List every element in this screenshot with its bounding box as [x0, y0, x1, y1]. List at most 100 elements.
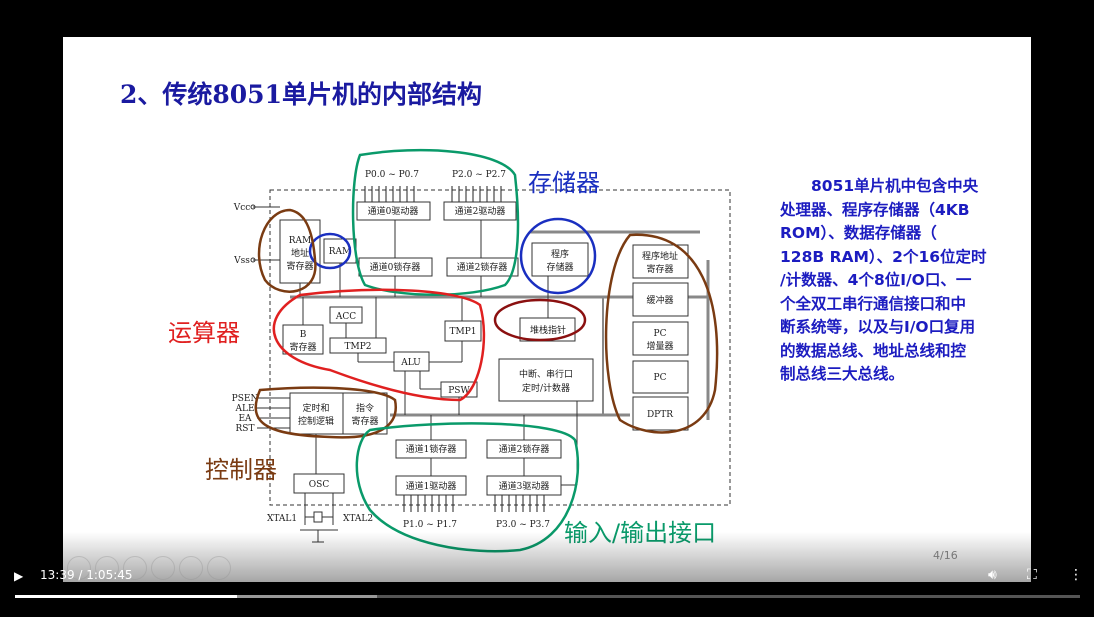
buffer: [632, 282, 689, 317]
description-line: /计数器、4个8位I/O口、一: [780, 271, 972, 289]
diagram-label: RAM: [289, 236, 312, 246]
port1-latch: [395, 439, 467, 459]
memory-label: 存储器: [528, 169, 600, 197]
diagram-label: 存储器: [546, 261, 573, 273]
diagram-label: ALE: [234, 404, 254, 414]
diagram-label: 寄存器: [351, 415, 378, 427]
diagram-label: 寄存器: [646, 263, 673, 275]
volume-icon[interactable]: 🔊︎: [988, 567, 997, 583]
tmp2: [329, 337, 387, 354]
prev-slide-icon[interactable]: [67, 556, 91, 580]
diagram-label: 程序: [551, 248, 569, 260]
description-line: 处理器、程序存储器（4KB: [780, 200, 970, 219]
diagram-label: 通道0锁存器: [370, 261, 421, 273]
more-options-icon[interactable]: [207, 556, 231, 580]
description-line: 的数据总线、地址总线和控: [780, 341, 967, 360]
diagram-label: 堆栈指针: [530, 324, 566, 336]
timing-control-logic: [289, 392, 344, 435]
b-register: [282, 324, 324, 355]
diagram-label: 缓冲器: [646, 294, 673, 306]
diagram-label: 指令: [356, 402, 374, 414]
play-button[interactable]: ▶: [14, 569, 24, 583]
more-menu-icon[interactable]: ⋮: [1069, 567, 1083, 583]
progress-bar[interactable]: [15, 595, 1080, 598]
diagram-label: 通道1锁存器: [406, 443, 457, 455]
alu: [393, 351, 430, 372]
port2-driver: [443, 201, 517, 221]
description-line: 个全双工串行通信接口和中: [780, 294, 967, 313]
diagram-label: 定时/计数器: [522, 382, 570, 394]
diagram-label: EA: [238, 414, 252, 424]
diagram-label: 通道2驱动器: [455, 205, 506, 217]
description-line: 128B RAM）、2个16位定时: [780, 247, 987, 266]
controller-label: 控制器: [205, 456, 277, 484]
interrupt-serial-timer: [498, 358, 594, 402]
port2-latch: [446, 257, 519, 277]
slide-title: 2、传统8051单片机的内部结构: [120, 80, 482, 109]
page-number: 4/16: [933, 549, 958, 562]
diagram-label: P1.0 ~ P1.7: [403, 520, 457, 530]
diagram-label: PC: [654, 329, 667, 339]
memory-port-circle: [351, 148, 520, 296]
pc: [632, 360, 689, 394]
tmp1: [444, 320, 482, 342]
diagram-label: 通道2锁存器: [499, 443, 550, 455]
description-line: 断系统等，以及与I/O口复用: [780, 318, 976, 336]
diagram-label: DPTR: [647, 410, 673, 420]
pc-incrementer: [632, 321, 689, 356]
diagram-label: B: [300, 330, 307, 340]
video-controls: ▶ 13:39 / 1:05:45 🔊︎ ⛶ ⋮: [0, 562, 1094, 617]
diagram-label: Vss: [233, 256, 250, 266]
diagram-label: 通道0驱动器: [368, 205, 419, 217]
port1-driver: [395, 475, 467, 496]
port0-driver: [356, 201, 431, 221]
diagram-label: PSEN: [232, 394, 259, 404]
acc: [329, 306, 363, 324]
played-bar: [15, 595, 237, 598]
next-slide-icon[interactable]: [95, 556, 119, 580]
io-label: 输入/输出接口: [564, 513, 716, 548]
description-line: ROM）、数据存储器（: [780, 224, 937, 242]
diagram-label: 寄存器: [286, 260, 313, 272]
diagram-label: XTAL1: [267, 514, 297, 524]
port2-latch-bottom: [486, 439, 562, 459]
diagram-label: 控制逻辑: [298, 415, 334, 427]
diagram-label: ALU: [400, 358, 421, 368]
diagram-label: Vcc: [233, 203, 251, 213]
slides-icon[interactable]: [151, 556, 175, 580]
diagram-label: 程序地址: [642, 250, 678, 262]
description-line: 制总线三大总线。: [780, 365, 905, 383]
diagram-label: PC: [654, 373, 667, 383]
diagram-label: XTAL2: [343, 514, 373, 524]
port3-driver: [486, 475, 562, 496]
diagram-label: RST: [236, 424, 255, 434]
diagram-label: 定时和: [302, 402, 329, 414]
diagram-label: RAM: [329, 247, 352, 257]
diagram-label: P2.0 ~ P2.7: [452, 170, 506, 180]
dptr: [632, 396, 689, 431]
diagram-label: 通道3驱动器: [499, 480, 550, 492]
time-display: 13:39 / 1:05:45: [40, 568, 133, 582]
diagram-label: 寄存器: [289, 341, 316, 353]
alu-label: 运算器: [168, 319, 240, 347]
diagram-label: PSW: [448, 386, 470, 396]
diagram-label: TMP1: [450, 327, 477, 337]
description-line: 8051单片机中包含中央: [780, 177, 979, 195]
diagram-label: 增量器: [646, 340, 673, 352]
diagram-label: ACC: [335, 312, 356, 322]
diagram-label: 通道2锁存器: [457, 261, 508, 273]
chip-border: [269, 189, 731, 506]
program-address-register: [632, 244, 689, 279]
diagram-label: 地址: [291, 247, 309, 259]
osc: [293, 473, 345, 494]
fullscreen-icon[interactable]: ⛶: [1027, 567, 1037, 583]
diagram-label: 通道1驱动器: [406, 480, 457, 492]
diagram-label: 中断、串行口: [519, 368, 573, 380]
description-text: 8051单片机中包含中央处理器、程序存储器（4KB ROM）、数据存储器（ 128…: [780, 175, 1020, 387]
zoom-icon[interactable]: [179, 556, 203, 580]
diagram-label: TMP2: [345, 342, 372, 352]
diagram-label: OSC: [309, 480, 330, 490]
instruction-register: [342, 392, 388, 435]
pen-icon[interactable]: [123, 556, 147, 580]
